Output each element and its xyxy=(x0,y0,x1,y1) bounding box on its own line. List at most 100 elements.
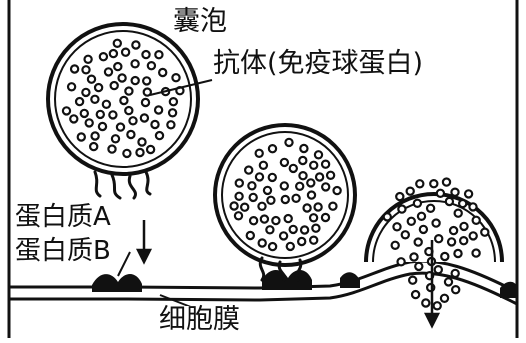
antibody-particle xyxy=(107,144,117,154)
antibody-particle xyxy=(313,202,323,212)
antibody-particle xyxy=(88,141,99,152)
antibody-particle xyxy=(115,122,126,132)
antibody-particle xyxy=(279,157,290,168)
antibody-particle xyxy=(101,99,112,110)
antibody-particle xyxy=(117,73,127,83)
antibody-particle xyxy=(297,236,307,247)
antibody-particle xyxy=(410,289,421,300)
antibody-particle xyxy=(421,298,431,308)
antibody-particle xyxy=(396,257,406,267)
antibody-particle xyxy=(432,301,442,311)
antibody-particles-2 xyxy=(229,137,342,252)
antibody-particle xyxy=(439,293,450,303)
antibody-particle xyxy=(103,67,114,77)
antibody-particle xyxy=(84,118,94,128)
antibody-particle xyxy=(167,108,178,118)
antibody-particle xyxy=(154,130,165,141)
antibody-particle xyxy=(130,75,140,86)
antibody-particle xyxy=(313,150,324,160)
antibody-particle xyxy=(392,222,402,232)
antibody-particle xyxy=(142,87,152,97)
antibody-particle xyxy=(471,215,481,225)
antibody-particle xyxy=(239,202,250,212)
released-antibody-particles xyxy=(408,256,461,311)
antibody-particle xyxy=(458,198,468,209)
antibody-particle xyxy=(321,182,331,192)
antibody-particle xyxy=(79,108,90,119)
antibody-particle xyxy=(450,187,460,197)
cell-membrane xyxy=(9,259,518,306)
antibody-particle xyxy=(234,178,244,188)
antibody-particle xyxy=(431,218,441,228)
antibody-particle xyxy=(124,105,134,116)
antibody-particle xyxy=(234,191,244,201)
antibody-particle xyxy=(320,212,331,223)
antibody-particle xyxy=(245,230,255,241)
antibody-particle xyxy=(453,208,463,218)
antibody-particle xyxy=(108,110,118,120)
antibody-particle xyxy=(69,64,80,74)
protein-a-2 xyxy=(258,256,303,282)
antibody-particle xyxy=(141,76,152,86)
antibody-particle xyxy=(266,195,276,205)
antibody-particle xyxy=(97,121,108,132)
antibody-particle xyxy=(137,137,147,147)
antibody-particle xyxy=(90,94,100,105)
arrows xyxy=(135,220,441,329)
antibody-particle xyxy=(265,225,275,235)
antibody-particle xyxy=(61,106,72,116)
antibody-particle xyxy=(76,132,87,142)
antibody-particle xyxy=(171,72,181,83)
antibody-particle xyxy=(409,252,419,262)
antibody-particle xyxy=(90,131,100,141)
antibody-particle xyxy=(166,120,176,130)
antibody-particle xyxy=(412,198,423,208)
antibody-particle xyxy=(468,202,478,212)
antibody-particle xyxy=(154,50,164,60)
antibody-particle xyxy=(425,203,436,213)
antibody-particle xyxy=(453,248,463,259)
antibody-particle xyxy=(139,113,150,123)
protein-a-label: 蛋白质A xyxy=(14,202,112,232)
antibody-particle xyxy=(395,191,405,202)
antibody-particle xyxy=(126,129,136,140)
antibody-particle xyxy=(441,177,452,187)
antibody-particle xyxy=(306,178,316,188)
antibody-particle xyxy=(279,181,289,191)
antibody-particle xyxy=(288,224,298,235)
antibody-particle xyxy=(108,48,119,59)
vesicle-1 xyxy=(46,22,200,176)
antibody-particle xyxy=(450,268,460,279)
antibody-label: 抗体(免疫球蛋白) xyxy=(212,48,425,79)
antibody-particle xyxy=(298,155,308,166)
antibody-particle xyxy=(112,38,123,49)
antibody-particle xyxy=(93,82,104,93)
antibody-particle xyxy=(429,178,439,189)
antibody-particle xyxy=(314,172,325,182)
antibody-particle xyxy=(259,214,270,224)
antibody-particle xyxy=(382,212,392,222)
antibody-particle xyxy=(418,224,429,235)
antibody-particle xyxy=(309,235,319,245)
antibody-particle xyxy=(131,40,141,50)
antibody-particle xyxy=(271,215,281,226)
antibody-particle xyxy=(434,233,444,244)
antibody-particle xyxy=(145,144,156,155)
antibody-particle xyxy=(146,60,157,71)
antibody-particle xyxy=(141,49,151,60)
vesicle-2 xyxy=(213,123,357,267)
protein-b-label: 蛋白质B xyxy=(14,236,112,266)
vesicle-3 xyxy=(364,177,504,311)
antibody-particle xyxy=(81,87,91,98)
antibody-particle xyxy=(406,216,416,226)
antibody-particle xyxy=(130,59,140,69)
antibody-particle xyxy=(109,80,119,91)
antibody-particle xyxy=(257,238,267,248)
antibody-particle xyxy=(451,285,461,295)
antibody-particle xyxy=(284,137,294,148)
antibody-particle xyxy=(332,185,342,196)
antibody-particle xyxy=(328,201,338,211)
antibody-particle xyxy=(400,230,410,240)
antibody-particle xyxy=(298,170,308,181)
